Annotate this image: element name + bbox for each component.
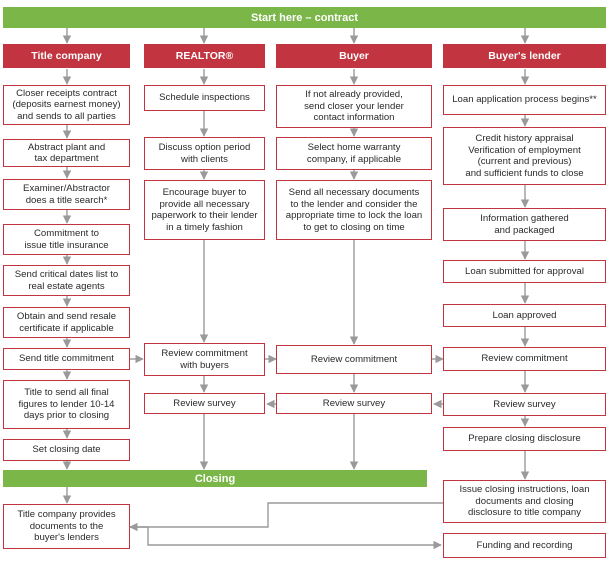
buyer-step-lender-contact: If not already provided, send closer you… — [276, 85, 432, 128]
closing-bar: Closing — [3, 470, 427, 487]
title-step-abstract-plant: Abstract plant and tax department — [3, 139, 130, 167]
title-step-critical-dates: Send critical dates list to real estate … — [3, 265, 130, 296]
buyer-step-review-commitment: Review commitment — [276, 345, 432, 374]
header-buyer: Buyer — [276, 44, 432, 68]
header-buyers-lender: Buyer's lender — [443, 44, 606, 68]
lender-step-closing-disclosure: Prepare closing disclosure — [443, 427, 606, 451]
lender-step-issue-closing-instructions: Issue closing instructions, loan documen… — [443, 480, 606, 523]
title-step-send-commitment: Send title commitment — [3, 348, 130, 370]
realtor-step-encourage-buyer: Encourage buyer to provide all necessary… — [144, 180, 265, 240]
title-step-set-closing-date: Set closing date — [3, 439, 130, 461]
title-step-final-figures: Title to send all final figures to lende… — [3, 380, 130, 429]
header-realtor: REALTOR® — [144, 44, 265, 68]
buyer-step-send-documents: Send all necessary documents to the lend… — [276, 180, 432, 240]
lender-step-loan-approved: Loan approved — [443, 304, 606, 327]
lender-step-funding-recording: Funding and recording — [443, 533, 606, 558]
title-step-closer-receipts: Closer receipts contract (deposits earne… — [3, 85, 130, 125]
buyer-step-review-survey: Review survey — [276, 393, 432, 414]
lender-step-review-commitment: Review commitment — [443, 347, 606, 371]
buyer-step-home-warranty: Select home warranty company, if applica… — [276, 137, 432, 170]
lender-step-information-gathered: Information gathered and packaged — [443, 208, 606, 241]
realtor-step-review-survey: Review survey — [144, 393, 265, 414]
title-step-provides-documents: Title company provides documents to the … — [3, 504, 130, 549]
lender-step-loan-submitted: Loan submitted for approval — [443, 260, 606, 283]
header-title-company: Title company — [3, 44, 130, 68]
title-step-title-search: Examiner/Abstractor does a title search* — [3, 179, 130, 210]
lender-step-application-begins: Loan application process begins** — [443, 85, 606, 115]
realtor-step-option-period: Discuss option period with clients — [144, 137, 265, 170]
lender-step-credit-history: Credit history appraisal Verification of… — [443, 127, 606, 185]
lender-step-review-survey: Review survey — [443, 393, 606, 416]
start-contract-bar: Start here – contract — [3, 7, 606, 28]
realtor-step-schedule-inspections: Schedule inspections — [144, 85, 265, 111]
title-step-commitment: Commitment to issue title insurance — [3, 224, 130, 255]
title-step-resale-certificate: Obtain and send resale certificate if ap… — [3, 307, 130, 338]
realtor-step-review-commitment: Review commitment with buyers — [144, 343, 265, 376]
